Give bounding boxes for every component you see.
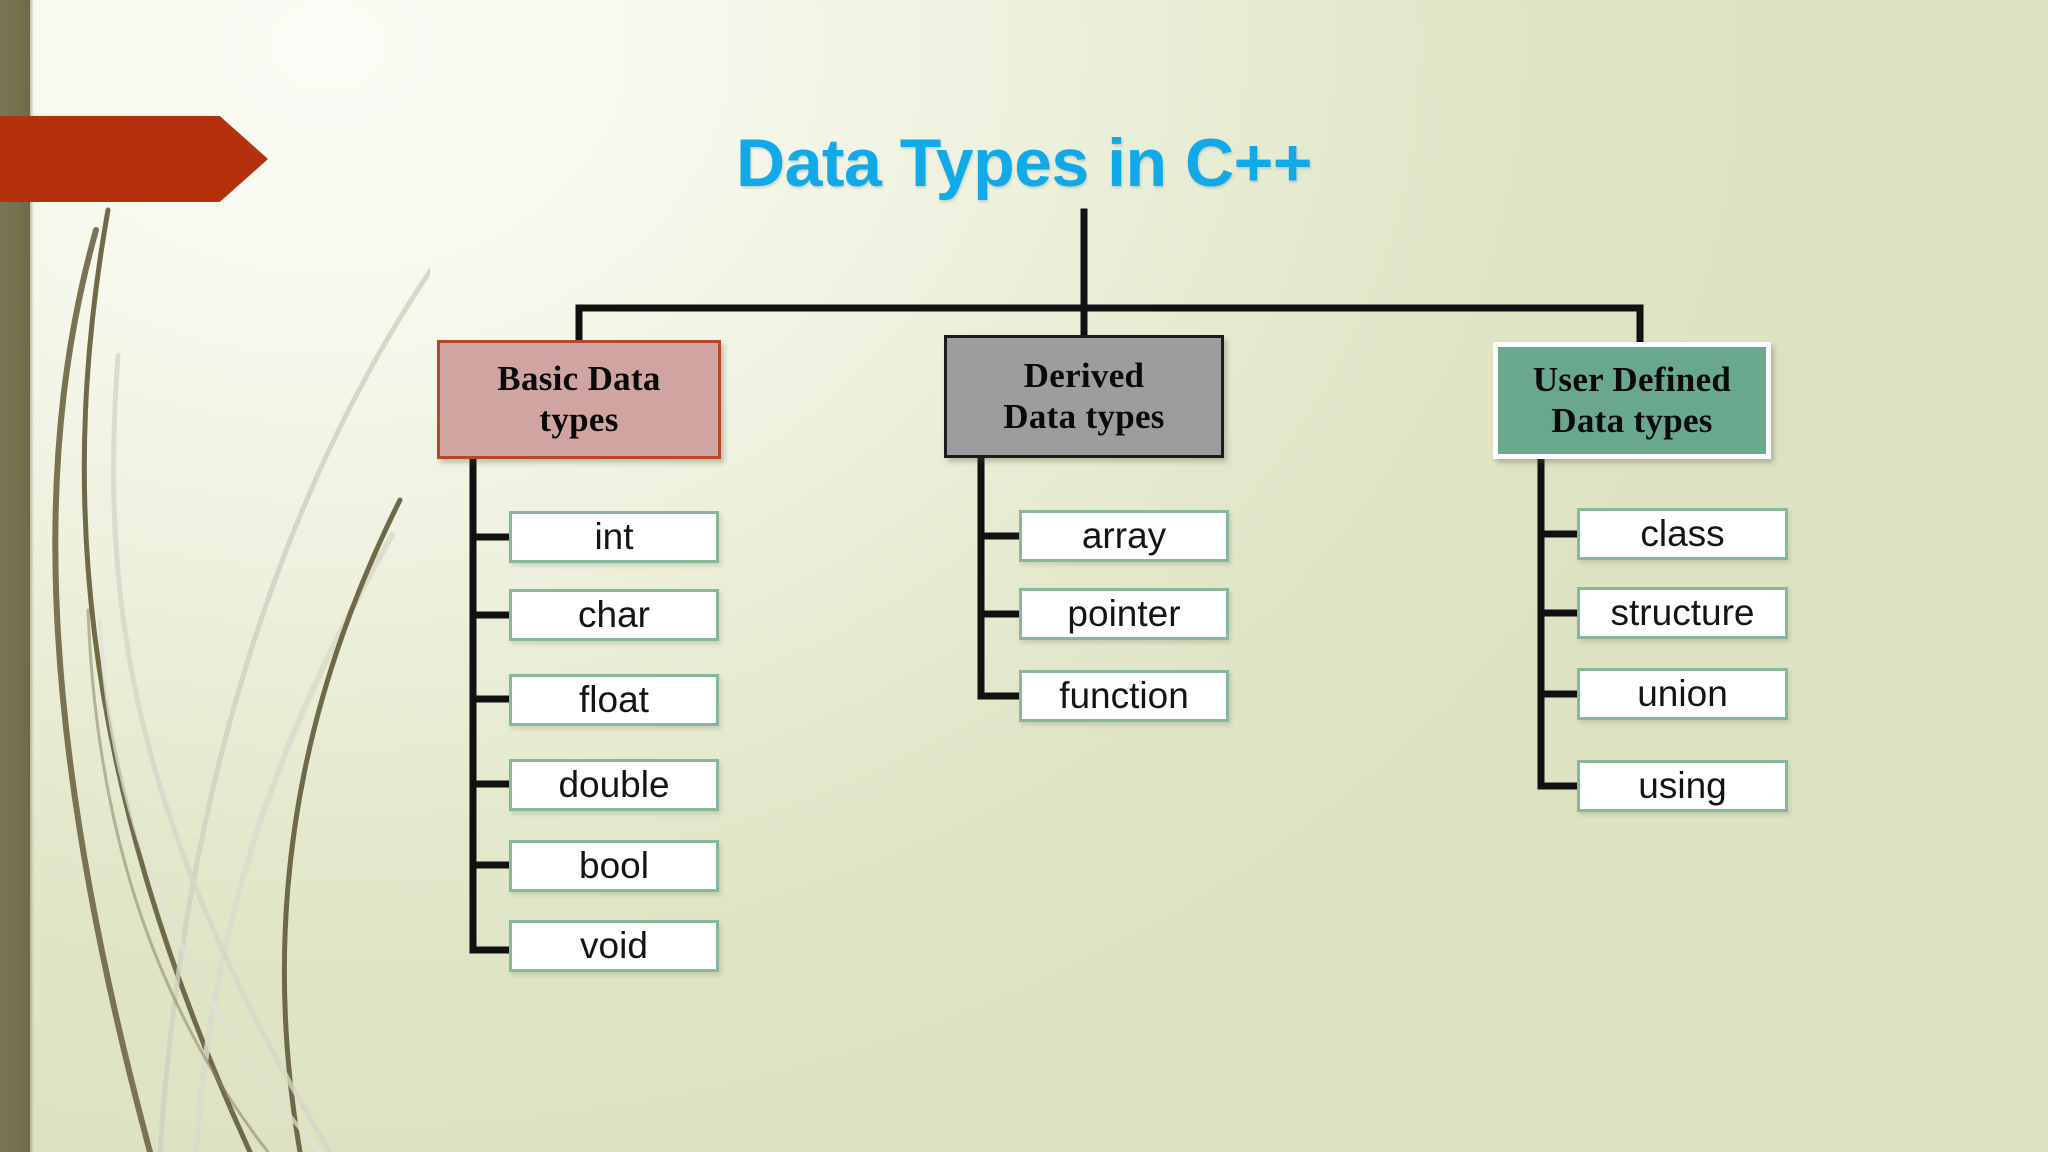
node-basic-label: Basic Data types xyxy=(497,359,660,440)
leaf-item[interactable]: function xyxy=(1019,670,1229,722)
node-derived-label-line2: Data types xyxy=(1003,396,1165,436)
leaf-item[interactable]: class xyxy=(1577,508,1788,560)
node-basic-data-types[interactable]: Basic Data types xyxy=(437,340,721,459)
node-user-defined-data-types[interactable]: User Defined Data types xyxy=(1493,342,1771,459)
node-derived-data-types[interactable]: Derived Data types xyxy=(944,335,1224,458)
leaf-item[interactable]: float xyxy=(509,674,719,726)
leaf-item[interactable]: structure xyxy=(1577,587,1788,639)
node-basic-label-line2: types xyxy=(539,399,619,439)
leaf-item[interactable]: void xyxy=(509,920,719,972)
node-derived-label: Derived Data types xyxy=(1003,356,1164,437)
node-user-label-line1: User Defined xyxy=(1532,359,1732,399)
leaf-item[interactable]: union xyxy=(1577,668,1788,720)
left-band-shadow xyxy=(30,0,34,1152)
leaf-item[interactable]: int xyxy=(509,511,719,563)
node-derived-label-line1: Derived xyxy=(1023,355,1145,395)
red-arrow-banner xyxy=(0,116,268,202)
leaf-item[interactable]: char xyxy=(509,589,719,641)
leaf-item[interactable]: pointer xyxy=(1019,588,1229,640)
leaf-item[interactable]: using xyxy=(1577,760,1788,812)
node-user-label-line2: Data types xyxy=(1551,400,1713,440)
node-basic-label-line1: Basic Data xyxy=(497,358,661,398)
leaf-item[interactable]: array xyxy=(1019,510,1229,562)
leaf-item[interactable]: bool xyxy=(509,840,719,892)
leaf-item[interactable]: double xyxy=(509,759,719,811)
page-title: Data Types in C++ xyxy=(735,125,1313,201)
node-user-label: User Defined Data types xyxy=(1533,360,1731,441)
